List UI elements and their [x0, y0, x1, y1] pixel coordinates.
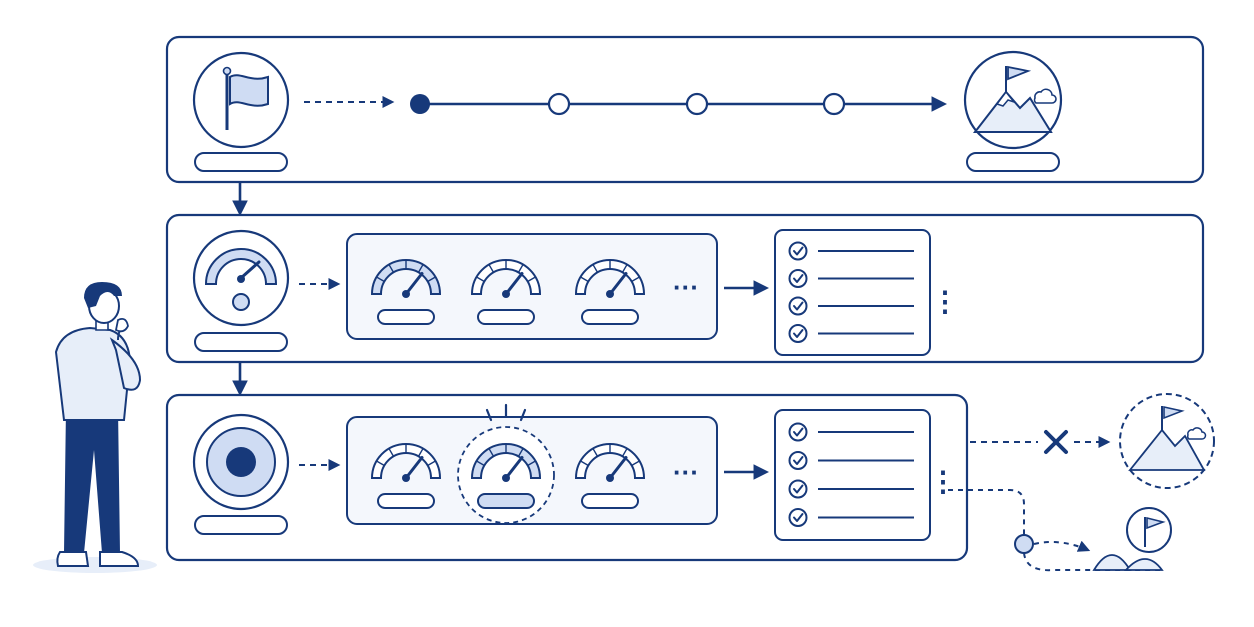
vertical-ellipsis: ⋮: [931, 286, 959, 317]
gauge-icon: [470, 259, 542, 325]
blocked-path: [970, 393, 1215, 489]
focus-label-pill: [194, 515, 288, 535]
x-icon: [1044, 430, 1068, 454]
milestone: [547, 92, 571, 116]
gauge-icon: [574, 259, 646, 325]
vertical-ellipsis: ⋮: [929, 466, 957, 497]
milestone-start: [410, 94, 430, 114]
measure-label-pill: [194, 332, 288, 352]
checklist-item: [788, 422, 914, 442]
checklist-panel: [774, 409, 931, 541]
row-goal-timeline: [165, 35, 1205, 184]
goal-label-pill: [966, 152, 1060, 172]
checklist-item: [788, 296, 914, 316]
alternate-path: [948, 489, 1172, 572]
milestone: [1014, 534, 1034, 554]
thinking-person-icon: [33, 282, 157, 573]
speedometer-gauge-icon: [192, 229, 290, 327]
checklist-item: [788, 479, 914, 499]
mountain-peak-flag-icon: [1119, 393, 1215, 489]
gauge-group: [370, 259, 646, 325]
mountain-peak-flag-icon: [963, 50, 1063, 150]
gauge-label-pill: [581, 309, 639, 325]
checklist-item: [788, 451, 914, 470]
checklist-icon: [788, 422, 914, 527]
row-focus-adjust: ··· ⋮: [165, 393, 969, 562]
gauge-icon: [470, 443, 542, 509]
small-hill-flag-icon: [1092, 507, 1172, 571]
gauge-label-pill: [477, 493, 535, 509]
checklist-panel: [774, 229, 931, 356]
gauge-icon: [370, 443, 442, 509]
gauge-label-pill: [377, 309, 435, 325]
ellipsis: ···: [673, 272, 699, 302]
row-1-panel: [165, 35, 1205, 184]
gauge-label-pill: [377, 493, 435, 509]
checklist-item: [788, 324, 914, 343]
checklist-item: [788, 269, 914, 288]
gauge-icon: [370, 259, 442, 325]
gauge-label-pill: [581, 493, 639, 509]
flag-icon: [192, 51, 290, 149]
target-icon: [192, 413, 290, 511]
gauge-icon: [574, 443, 646, 509]
checklist-item: [788, 241, 914, 261]
milestone: [822, 92, 846, 116]
row-measure-progress: ··· ⋮: [165, 213, 1205, 364]
gauge-label-pill: [477, 309, 535, 325]
ellipsis: ···: [673, 457, 699, 487]
start-label-pill: [194, 152, 288, 172]
milestone: [685, 92, 709, 116]
checklist-item: [788, 508, 914, 527]
gauge-group: [370, 443, 646, 509]
checklist-icon: [788, 241, 914, 343]
